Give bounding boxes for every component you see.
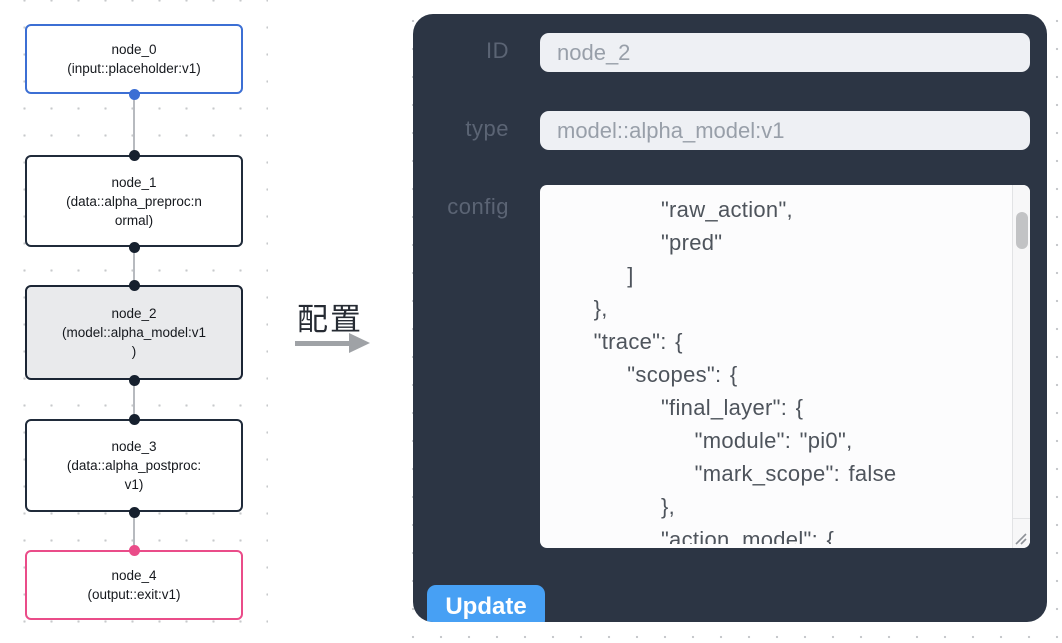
node-subtitle: (output::exit:v1) [87,587,181,602]
id-field-label: ID [486,38,509,63]
update-button[interactable]: Update [427,585,545,622]
resize-handle-icon[interactable] [1012,530,1028,546]
port-node3-in[interactable] [128,413,140,425]
edge-node3-node4 [133,512,135,550]
flow-node-node_2-selected[interactable]: node_2 (model::alpha_model:v1 ) [25,285,243,380]
type-input[interactable] [540,111,1030,150]
id-input[interactable] [540,33,1030,72]
flow-node-node_1[interactable]: node_1 (data::alpha_preproc:n ormal) [25,155,243,247]
type-field-label: type [465,116,509,141]
port-node1-out[interactable] [128,241,140,253]
right-arrow-head-icon [349,333,370,353]
port-node4-in[interactable] [128,544,140,556]
transition-label: 配置 [297,302,363,337]
node-title: node_0 [111,42,157,57]
flow-node-node_0[interactable]: node_0 (input::placeholder:v1) [25,24,243,94]
config-field-label: config [447,194,509,219]
node-title: node_4 [111,568,157,583]
node-subtitle: (data::alpha_preproc:n ormal) [66,193,202,228]
edge-node0-node1 [133,94,135,155]
config-textarea[interactable]: "raw_action", "pred" ] }, "trace": { "sc… [540,185,1030,548]
config-scrollbar-corner [1013,518,1030,548]
config-json-text[interactable]: "raw_action", "pred" ] }, "trace": { "sc… [593,197,897,544]
right-arrow-icon [295,341,350,346]
node-subtitle: (model::alpha_model:v1 ) [61,325,207,359]
port-node0-out[interactable] [128,88,140,100]
flow-node-node_3[interactable]: node_3 (data::alpha_postproc: v1) [25,419,243,512]
port-node3-out[interactable] [128,506,140,518]
port-node1-in[interactable] [128,149,140,161]
node-title: node_1 [111,174,157,190]
node-title: node_3 [111,439,157,454]
node-title: node_2 [111,306,157,321]
config-scrollbar[interactable] [1012,185,1030,548]
config-scrollbar-thumb[interactable] [1015,212,1028,249]
flow-node-node_4[interactable]: node_4 (output::exit:v1) [25,550,243,620]
node-config-panel: ID type config "raw_action", "pred" ] },… [413,14,1047,622]
port-node2-out[interactable] [128,374,140,386]
flow-canvas[interactable]: node_0 (input::placeholder:v1) node_1 (d… [0,0,268,643]
node-subtitle: (data::alpha_postproc: v1) [66,458,202,492]
port-node2-in[interactable] [128,279,140,291]
edge-node1-node2 [133,247,135,285]
edge-node2-node3 [133,380,135,419]
node-subtitle: (input::placeholder:v1) [67,61,201,76]
